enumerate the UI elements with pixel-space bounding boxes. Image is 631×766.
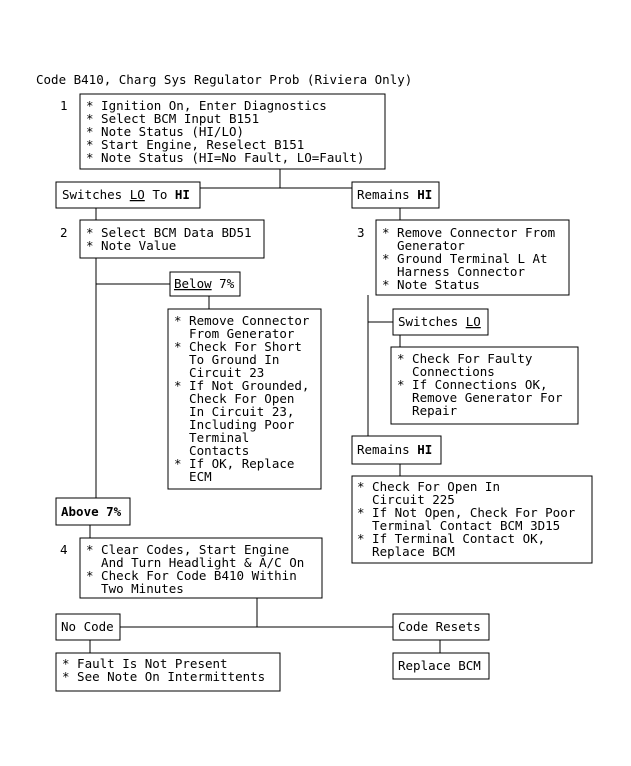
step3-line: * Note Status (382, 277, 480, 292)
switches-lo-action-box (390, 346, 579, 425)
switches-lo-prefix: Switches (398, 314, 466, 329)
no-code-action-line: * See Note On Intermittents (62, 669, 265, 684)
remains-hi-action-line: Terminal Contact BCM 3D15 (357, 518, 560, 533)
step1-box (79, 93, 386, 170)
below-action-box (167, 308, 322, 490)
above-7-box (55, 497, 131, 526)
step1-line: * Ignition On, Enter Diagnostics (86, 98, 327, 113)
below-action-line: * If OK, Replace (174, 456, 294, 471)
switches-lo: LO (130, 187, 145, 202)
step4-line: And Turn Headlight & A/C On (86, 555, 304, 570)
step4-box (79, 537, 323, 599)
step3-line: Harness Connector (382, 264, 525, 279)
remains-hi-action-line: * If Terminal Contact OK, (357, 531, 545, 546)
step3-line: * Remove Connector From (382, 225, 555, 240)
below-action-line: * If Not Grounded, (174, 378, 309, 393)
code-resets-box (392, 613, 490, 641)
remains-hi-action-line: * Check For Open In (357, 479, 500, 494)
step1-line: * Select BCM Input B151 (86, 111, 259, 126)
no-code-action-line: * Fault Is Not Present (62, 656, 228, 671)
below-action-line: To Ground In (174, 352, 279, 367)
switches-lo-action-line: Connections (397, 364, 495, 379)
step3-box (375, 219, 570, 296)
switches-lo-action-text: * Check For Faulty Connections * If Conn… (397, 351, 563, 418)
replace-bcm-label: Replace BCM (398, 658, 481, 673)
below-action-text: * Remove Connector From Generator * Chec… (174, 313, 310, 484)
no-code-box (55, 613, 121, 641)
step2-box (79, 219, 265, 259)
switches-lo-action-line: Repair (397, 403, 458, 418)
remains-hi-action-text: * Check For Open In Circuit 225 * If Not… (357, 479, 576, 559)
remains-hi-action-box (351, 475, 593, 564)
below-action-line: ECM (174, 469, 212, 484)
step1-line: * Start Engine, Reselect B151 (86, 137, 304, 152)
step4-number: 4 (60, 542, 68, 557)
switches-to: To (145, 187, 175, 202)
below-word: Below (174, 276, 212, 291)
connector-lines (89, 169, 441, 653)
step3-line: Generator (382, 238, 465, 253)
below-action-line: In Circuit 23, (174, 404, 294, 419)
step1-number: 1 (60, 98, 68, 113)
switches-hi: HI (175, 187, 190, 202)
switches-lo-to-hi-box (55, 181, 201, 209)
below-7-label: Below 7% (174, 276, 235, 291)
below-action-line: From Generator (174, 326, 295, 341)
remains-hi-action-line: Replace BCM (357, 544, 455, 559)
remains-hi: HI (417, 187, 432, 202)
replace-bcm-box (392, 652, 490, 680)
remains-hi-box (351, 181, 440, 209)
remains-hi-action-line: * If Not Open, Check For Poor (357, 505, 576, 520)
below-action-line: Circuit 23 (174, 365, 264, 380)
below-suffix: 7% (212, 276, 235, 291)
step4-line: * Check For Code B410 Within (86, 568, 297, 583)
remains-hi-2-label: Remains HI (357, 442, 432, 457)
remains-hi-action-line: Circuit 225 (357, 492, 455, 507)
above-7-label: Above 7% (61, 504, 122, 519)
step4-line: Two Minutes (86, 581, 184, 596)
remains-hi-label: Remains HI (357, 187, 432, 202)
switches-lo-label: Switches LO (398, 314, 481, 329)
step1-line: * Note Status (HI/LO) (86, 124, 244, 139)
switches-lo-action-line: * Check For Faulty (397, 351, 533, 366)
step1-line: * Note Status (HI=No Fault, LO=Fault) (86, 150, 364, 165)
step4-text: * Clear Codes, Start Engine And Turn Hea… (86, 542, 304, 596)
switches-lo-word: LO (466, 314, 481, 329)
step2-line: * Select BCM Data BD51 (86, 225, 252, 240)
remains-hi-2-prefix: Remains (357, 442, 417, 457)
step1-text: * Ignition On, Enter Diagnostics * Selec… (86, 98, 364, 165)
step3-line: * Ground Terminal L At (382, 251, 548, 266)
step4-line: * Clear Codes, Start Engine (86, 542, 289, 557)
remains-hi-2-box (351, 435, 442, 465)
below-action-line: * Check For Short (174, 339, 302, 354)
step3-text: * Remove Connector From Generator * Grou… (382, 225, 555, 292)
switches-lo-action-line: Remove Generator For (397, 390, 563, 405)
code-resets-label: Code Resets (398, 619, 481, 634)
below-action-line: Terminal (174, 430, 249, 445)
remains-prefix: Remains (357, 187, 417, 202)
below-action-line: Check For Open (174, 391, 294, 406)
chart-title: Code B410, Charg Sys Regulator Prob (Riv… (36, 72, 412, 87)
below-action-line: Including Poor (174, 417, 295, 432)
step2-line: * Note Value (86, 238, 176, 253)
step2-number: 2 (60, 225, 68, 240)
switches-lo-box (392, 308, 489, 336)
below-action-line: * Remove Connector (174, 313, 310, 328)
step3-number: 3 (357, 225, 365, 240)
below-7-box (169, 271, 241, 297)
remains-hi-2-word: HI (417, 442, 432, 457)
no-code-label: No Code (61, 619, 114, 634)
no-code-action-box (55, 652, 281, 692)
below-action-line: Contacts (174, 443, 249, 458)
switches-lo-action-line: * If Connections OK, (397, 377, 548, 392)
switches-prefix: Switches (62, 187, 130, 202)
switches-lo-to-hi-label: Switches LO To HI (62, 187, 190, 202)
